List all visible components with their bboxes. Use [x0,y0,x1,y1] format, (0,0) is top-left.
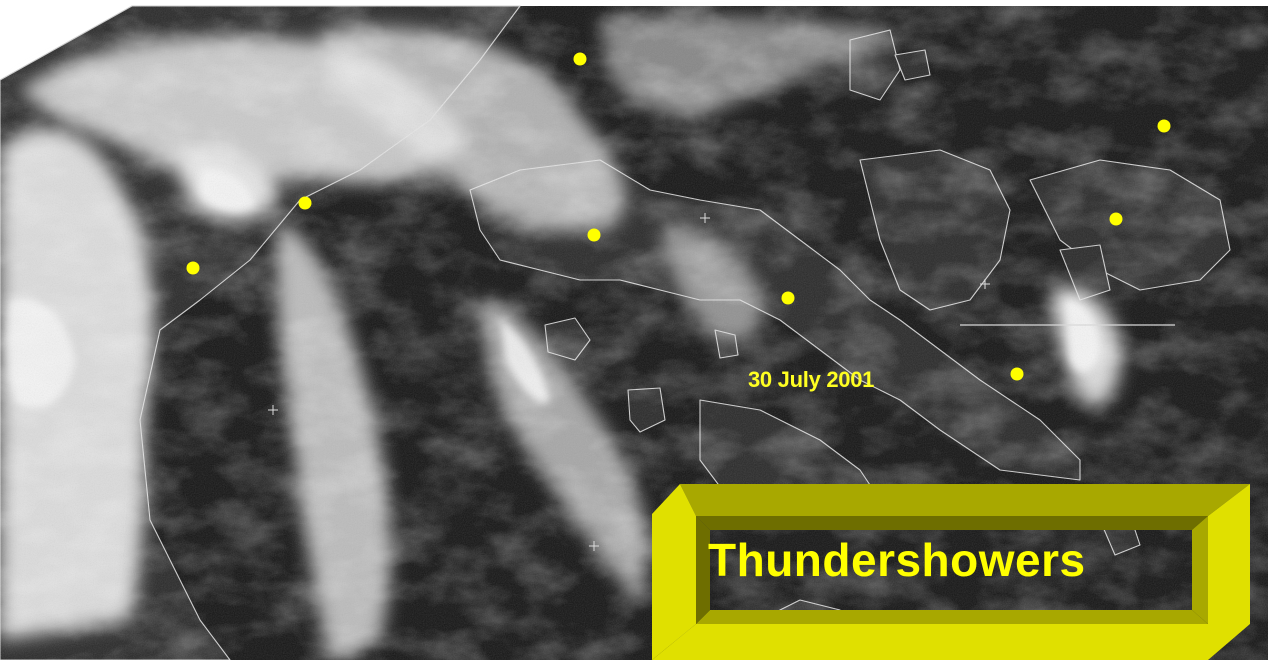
frame-right-face [1208,484,1250,660]
title-text: Thundershowers [708,534,1086,586]
marker-1 [573,52,587,66]
title-frame [652,484,1250,660]
frame-bottom-face [652,624,1208,660]
marker-4 [1109,212,1123,226]
marker-6 [186,261,200,275]
marker-5 [587,228,601,242]
marker-3 [298,196,312,210]
frame-inner-right [1192,516,1208,624]
marker-7 [781,291,795,305]
city-markers [186,52,1171,381]
frame-left-face [652,484,696,660]
crosshair-marks [268,213,990,551]
frame-inner-bottom [696,610,1208,624]
date-label: 30 July 2001 [748,367,875,392]
frame-inner-top [696,516,1208,530]
frame-inner-left [696,516,710,624]
marker-8 [1010,367,1024,381]
marker-2 [1157,119,1171,133]
frame-top-face [680,484,1250,516]
